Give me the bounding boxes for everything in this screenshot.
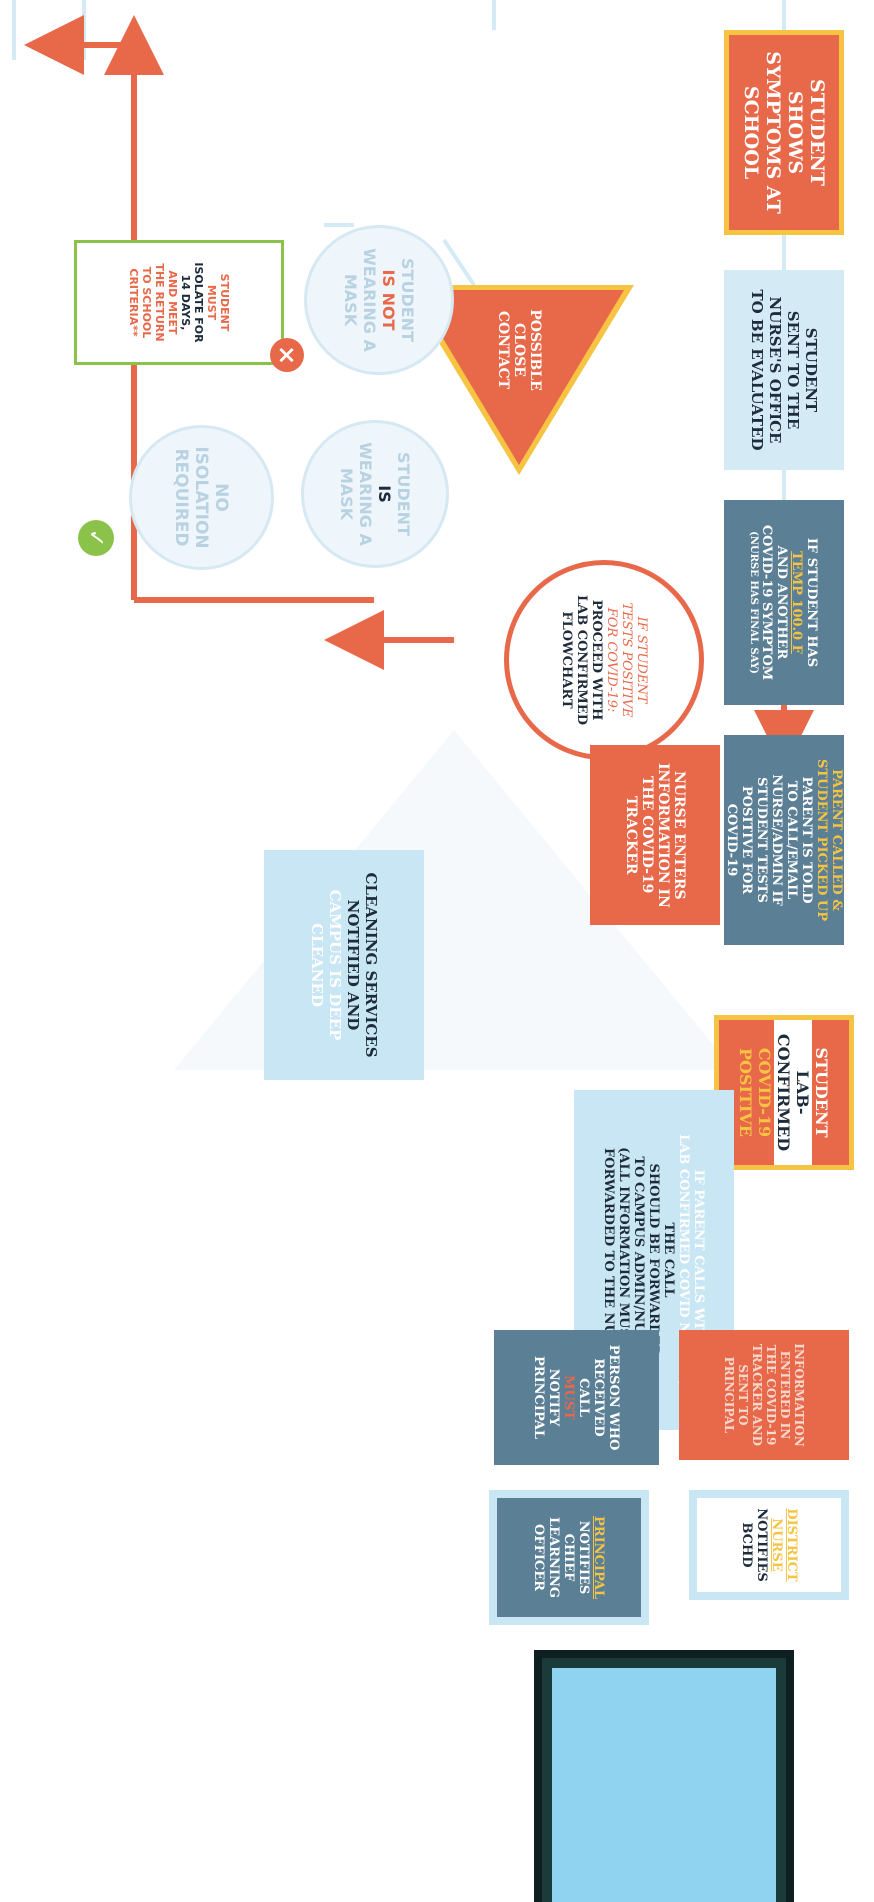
student-not-wearing-mask-circle: STUDENT IS NOT WEARING A MASK xyxy=(304,225,454,375)
isolate-14-days-box: STUDENT MUST ISOLATE FOR 14 DAYS, AND ME… xyxy=(74,240,284,365)
check-icon: ✓ xyxy=(78,520,114,556)
possible-close-contact-label: POSSIBLE CLOSE CONTACT xyxy=(495,309,543,391)
sent-to-nurse-box: STUDENT SENT TO THE NURSE'S OFFICE TO BE… xyxy=(724,270,844,470)
temp-symptom-box: IF STUDENT HAS TEMP 100.0 F AND ANOTHER … xyxy=(724,500,844,705)
student-shows-symptoms-box: STUDENT SHOWS SYMPTOMS AT SCHOOL xyxy=(724,30,844,235)
student-mask-circle: STUDENT IS WEARING A MASK xyxy=(301,420,449,568)
x-icon: × xyxy=(270,338,304,372)
branch-line-not-mask xyxy=(442,238,476,287)
chief-learning-officer-panel xyxy=(534,1650,794,1902)
watermark-triangle xyxy=(174,730,734,1070)
no-isolation-circle: NO ISOLATION REQUIRED xyxy=(129,425,274,570)
tests-positive-circle: IF STUDENT TESTS POSITIVE FOR COVID-19: … xyxy=(504,560,704,760)
parent-called-box: PARENT CALLED & STUDENT PICKED UP PARENT… xyxy=(724,735,844,945)
